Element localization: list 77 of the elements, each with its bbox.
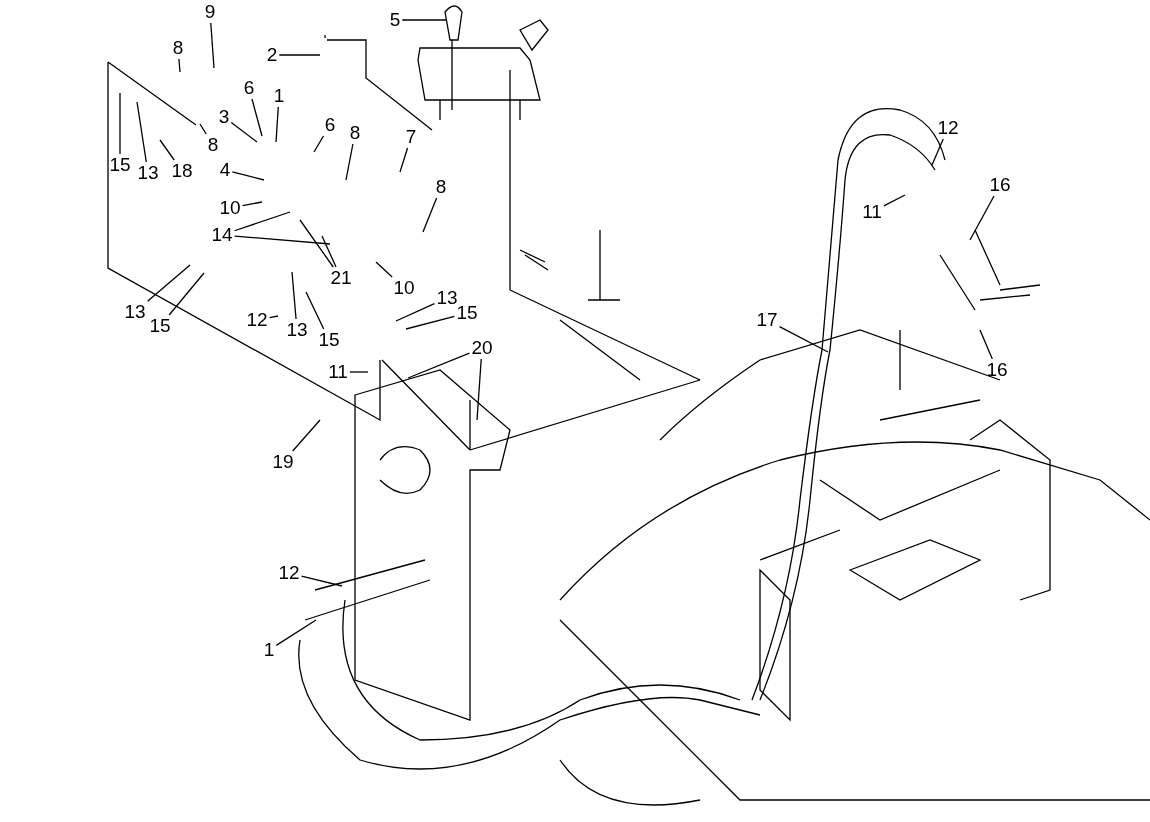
leader-line: [146, 264, 191, 302]
leader-line: [300, 575, 343, 587]
callout-number: 12: [937, 118, 959, 138]
leader-line: [313, 135, 325, 153]
leader-line: [345, 143, 354, 181]
leader-line: [233, 211, 291, 232]
leader-line: [275, 619, 317, 646]
callout-number: 13: [286, 320, 308, 340]
leader-line: [231, 171, 265, 181]
callout-number: 6: [324, 115, 336, 135]
leader-line: [407, 352, 471, 379]
leader-line: [210, 22, 215, 69]
callout-number: 7: [405, 127, 417, 147]
callout-number: 1: [273, 86, 285, 106]
leader-line: [321, 235, 337, 268]
leader-line: [251, 98, 263, 137]
callout-number: 8: [172, 38, 184, 58]
leader-line: [305, 291, 325, 330]
callout-number: 12: [278, 563, 300, 583]
callout-number: 16: [989, 175, 1011, 195]
callout-number: 12: [246, 310, 268, 330]
callout-number: 21: [330, 268, 352, 288]
leader-line: [268, 315, 279, 319]
leader-line: [159, 139, 175, 161]
callout-number: 5: [389, 10, 401, 30]
callout-number: 15: [109, 155, 131, 175]
callout-number: 15: [456, 303, 478, 323]
leader-line: [476, 358, 482, 421]
callout-number: 8: [435, 177, 447, 197]
callout-number: 19: [272, 452, 294, 472]
leader-line: [931, 138, 944, 166]
callout-number: 20: [471, 338, 493, 358]
leader-line: [883, 194, 906, 207]
callout-number: 10: [393, 278, 415, 298]
leader-line: [136, 101, 147, 163]
callout-number: 17: [756, 310, 778, 330]
callout-number: 13: [137, 163, 159, 183]
leader-line: [275, 106, 279, 143]
callout-number: 10: [219, 198, 241, 218]
leader-line: [199, 123, 207, 135]
callout-number: 1: [263, 640, 275, 660]
callout-number: 15: [318, 330, 340, 350]
callout-number: 14: [211, 225, 233, 245]
callout-number: 13: [436, 288, 458, 308]
leader-line: [778, 325, 829, 353]
callout-number: 8: [349, 123, 361, 143]
leader-line: [401, 19, 447, 21]
leader-line: [395, 303, 436, 322]
leader-line: [230, 121, 258, 143]
leader-line: [405, 315, 456, 330]
callout-number: 11: [328, 362, 348, 382]
leader-line: [241, 201, 263, 207]
leader-line: [969, 195, 995, 241]
callout-number: 3: [218, 107, 230, 127]
callout-number: 15: [149, 316, 171, 336]
leader-line: [233, 235, 331, 245]
leader-line: [292, 419, 321, 452]
callout-number: 6: [243, 78, 255, 98]
leader-line: [168, 272, 205, 316]
callout-number: 2: [266, 45, 278, 65]
leader-line: [979, 329, 993, 360]
leader-line: [349, 371, 369, 373]
leader-line: [399, 147, 409, 173]
callout-number: 4: [219, 160, 231, 180]
leader-line: [422, 197, 438, 233]
callout-number: 13: [124, 302, 146, 322]
callout-number: 18: [171, 161, 193, 181]
callout-number: 16: [986, 360, 1008, 380]
leader-line: [299, 219, 334, 268]
callout-number: 8: [207, 135, 219, 155]
leader-line: [278, 54, 321, 56]
callout-number: 11: [862, 202, 882, 222]
leader-line: [375, 261, 393, 278]
leader-line: [178, 58, 181, 73]
leader-line: [291, 271, 297, 320]
callout-number: 9: [204, 2, 216, 22]
leader-line: [119, 92, 121, 155]
